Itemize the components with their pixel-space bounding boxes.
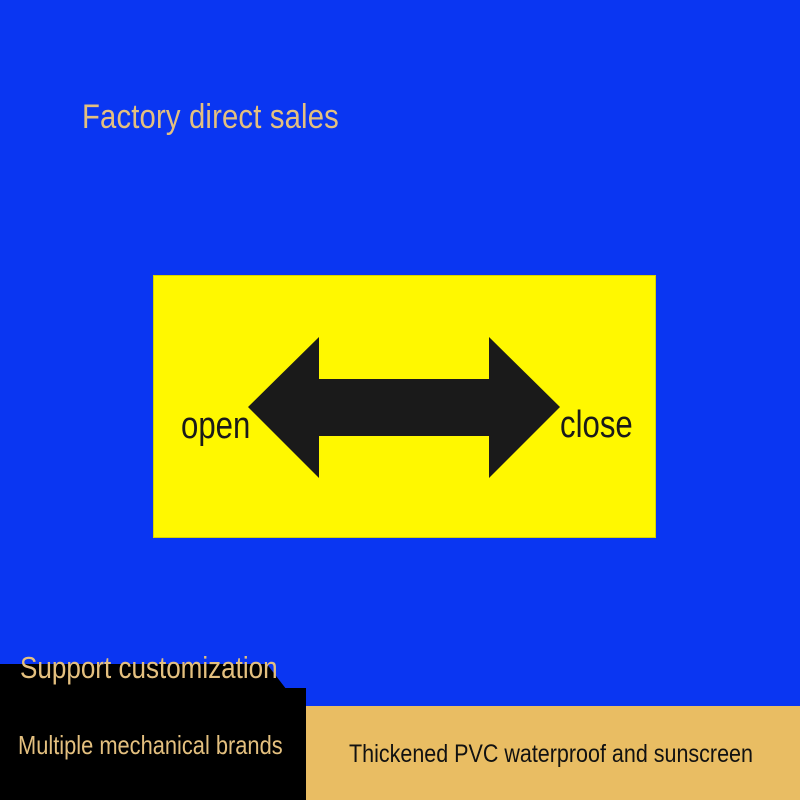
headline-factory-direct-sales: Factory direct sales [82, 98, 339, 136]
material-banner [306, 706, 800, 800]
feature-pvc-waterproof: Thickened PVC waterproof and sunscreen [349, 740, 753, 768]
feature-panel [0, 688, 306, 800]
open-label: open [181, 405, 251, 447]
feature-support-customization: Support customization [20, 650, 278, 685]
double-arrow-icon [248, 337, 560, 478]
feature-multiple-mechanical-brands: Multiple mechanical brands [18, 730, 283, 760]
close-label: close [560, 404, 633, 446]
